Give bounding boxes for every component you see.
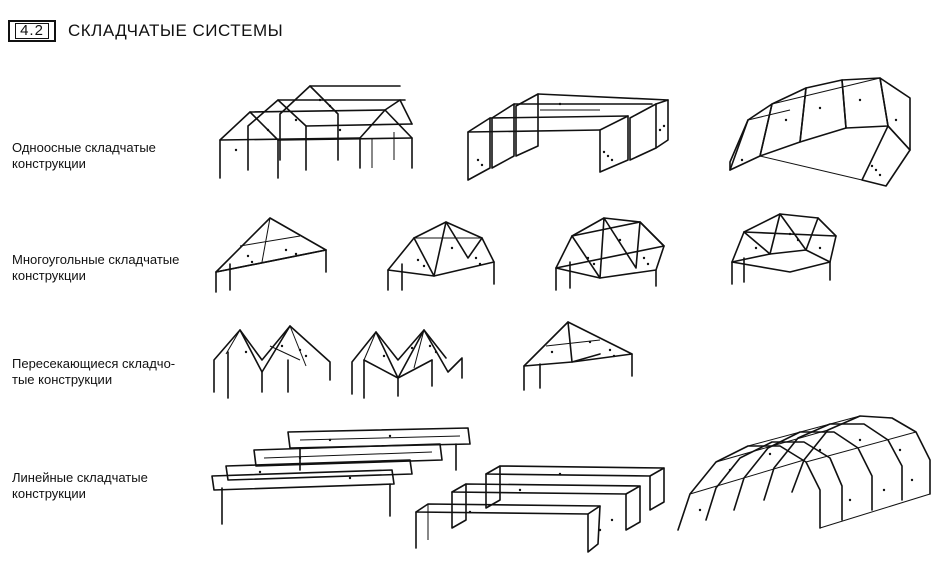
polygonal-faceted-dome-large: [731, 213, 837, 285]
page-header: 4.2 СКЛАДЧАТЫЕ СИСТЕМЫ: [8, 18, 283, 44]
row-label-intersecting: Пересекающиеся складчо- тые конструкции: [12, 356, 212, 388]
polygonal-faceted-dome-medium: [555, 217, 665, 291]
intersecting-single-peak: [523, 321, 633, 391]
linear-folded-portals: [415, 465, 665, 553]
row-label-line1: Одноосные складчатые: [12, 140, 156, 155]
page-title: СКЛАДЧАТЫЕ СИСТЕМЫ: [68, 21, 284, 40]
row-label-line1: Многоугольные складчатые: [12, 252, 180, 267]
row-label-uniaxial: Одноосные складчатые конструкции: [12, 140, 212, 172]
row-label-line2: конструкции: [12, 486, 86, 501]
row-label-line2: тые конструкции: [12, 372, 113, 387]
row-label-line1: Линейные складчатые: [12, 470, 148, 485]
section-badge: 4.2: [8, 20, 56, 42]
uniaxial-frame-gabled: [219, 85, 413, 179]
polygonal-pyramid-hip: [215, 217, 327, 293]
intersecting-double-peak: [213, 325, 331, 399]
row-label-line2: конструкции: [12, 156, 86, 171]
uniaxial-folded-walls: [467, 93, 669, 181]
intersecting-triple-peak: [351, 329, 463, 399]
polygonal-faceted-dome-small: [387, 221, 495, 291]
row-label-linear: Линейные складчатые конструкции: [12, 470, 212, 502]
linear-folded-arches: [677, 415, 931, 531]
linear-folded-beams: [211, 427, 471, 525]
section-number: 4.2: [15, 23, 49, 39]
row-label-polygonal: Многоугольные складчатые конструкции: [12, 252, 212, 284]
row-label-line1: Пересекающиеся складчо-: [12, 356, 176, 371]
row-label-line2: конструкции: [12, 268, 86, 283]
uniaxial-folded-arch: [729, 77, 911, 187]
